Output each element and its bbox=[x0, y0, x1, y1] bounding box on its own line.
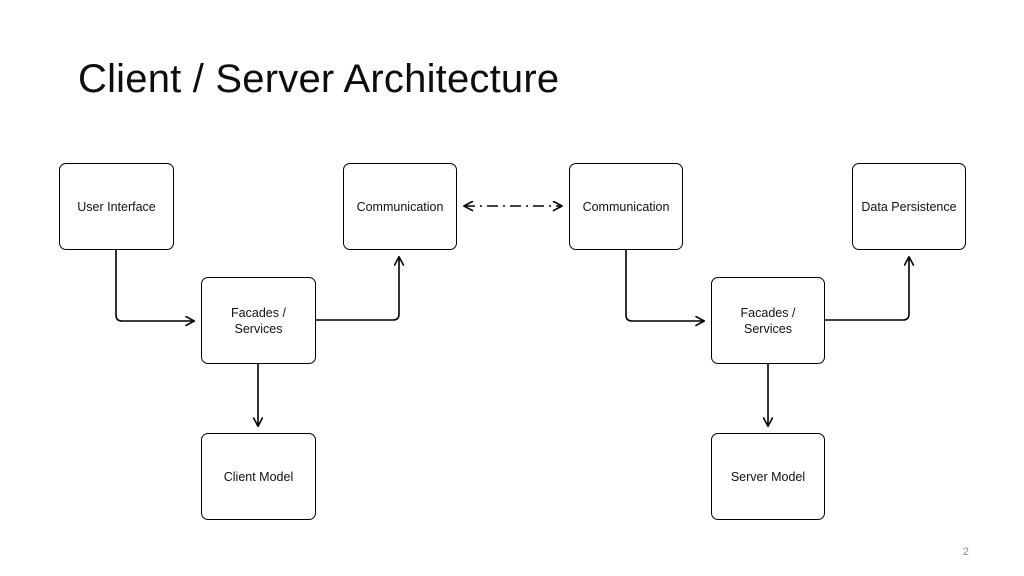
node-server-model[interactable]: Server Model bbox=[711, 433, 825, 520]
connector-facades-client-to-communication bbox=[315, 257, 399, 321]
node-label-user-interface: User Interface bbox=[77, 199, 156, 214]
page-title: Client / Server Architecture bbox=[78, 57, 560, 101]
node-label-facades-services-server: Facades / Services bbox=[740, 305, 796, 336]
node-label-data-persistence: Data Persistence bbox=[861, 199, 957, 214]
node-facades-services-client[interactable]: Facades / Services bbox=[201, 277, 316, 364]
node-communication-client[interactable]: Communication bbox=[343, 163, 457, 250]
node-client-model[interactable]: Client Model bbox=[201, 433, 316, 520]
connector-facades-server-to-data-persistence bbox=[824, 257, 909, 321]
node-label-communication-client: Communication bbox=[356, 199, 444, 214]
node-label-client-model: Client Model bbox=[223, 469, 294, 484]
connector-ui-to-facades-client bbox=[115, 249, 194, 321]
slide-page-number: 2 bbox=[962, 546, 969, 558]
node-facades-services-server[interactable]: Facades / Services bbox=[711, 277, 825, 364]
node-user-interface[interactable]: User Interface bbox=[59, 163, 174, 250]
node-label-server-model: Server Model bbox=[730, 469, 806, 484]
node-label-facades-services-client: Facades / Services bbox=[231, 305, 286, 336]
node-data-persistence[interactable]: Data Persistence bbox=[852, 163, 966, 250]
connector-communication-server-to-facades bbox=[625, 249, 704, 321]
node-label-communication-server: Communication bbox=[582, 199, 670, 214]
node-communication-server[interactable]: Communication bbox=[569, 163, 683, 250]
